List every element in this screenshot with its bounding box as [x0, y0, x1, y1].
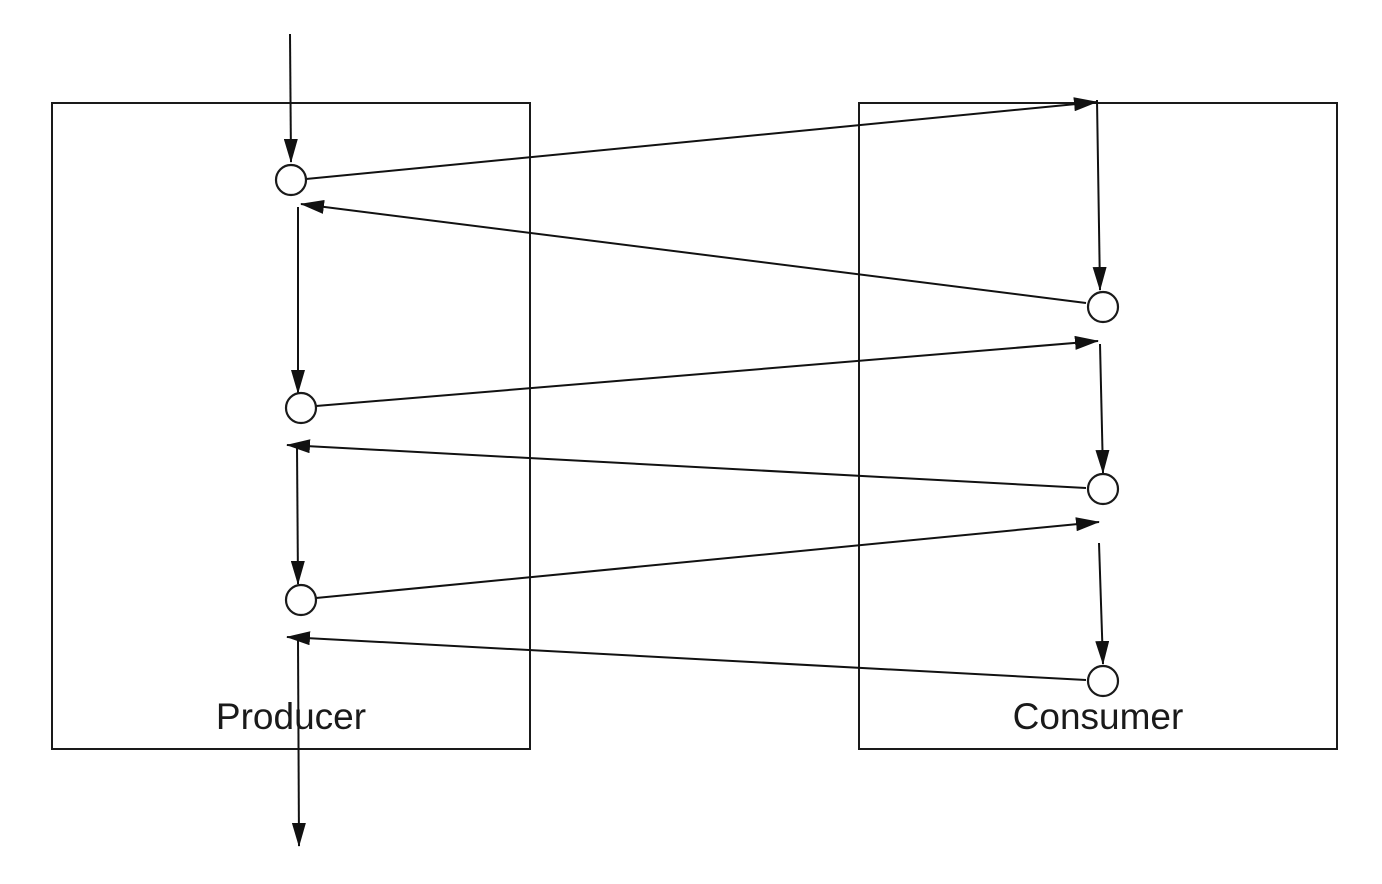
- ack-arrow-3: [286, 631, 1087, 681]
- producer-box: [51, 102, 531, 750]
- signal-arrow-2: [315, 335, 1099, 407]
- producer-node-3: [284, 583, 318, 617]
- signal-arrow-1: [305, 97, 1098, 180]
- nodes: [274, 163, 1120, 698]
- entry-arrow: [283, 33, 298, 163]
- consumer-flow-arrow-2: [1095, 343, 1110, 474]
- producer-node-2: [284, 391, 318, 425]
- producer-label: Producer: [216, 696, 366, 737]
- consumer-label: Consumer: [1013, 696, 1184, 737]
- edges: [283, 33, 1110, 847]
- signal-arrow-3: [315, 517, 1100, 599]
- ack-arrow-1: [300, 199, 1087, 304]
- consumer-node-3: [1086, 664, 1120, 698]
- producer-flow-arrow-2: [290, 446, 305, 585]
- ack-arrow-2: [286, 439, 1087, 489]
- consumer-flow-arrow-3: [1095, 542, 1110, 665]
- exit-arrow: [291, 639, 306, 847]
- producer-node-1: [274, 163, 308, 197]
- consumer-flow-arrow-1: [1092, 99, 1107, 291]
- consumer-node-1: [1086, 290, 1120, 324]
- consumer-node-2: [1086, 472, 1120, 506]
